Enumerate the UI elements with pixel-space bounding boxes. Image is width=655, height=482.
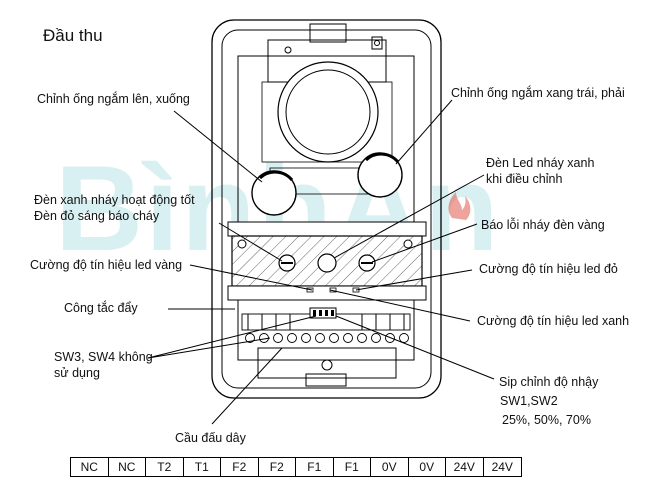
terminal-cell: T1	[184, 458, 221, 476]
label-sw34-1: SW3, SW4 không	[54, 350, 153, 364]
label-sensitivity-3: 25%, 50%, 70%	[502, 413, 591, 427]
label-tilt-leftright: Chỉnh ống ngắm xang trái, phải	[451, 86, 625, 100]
inner-housing	[221, 29, 432, 389]
terminal-cell: F1	[334, 458, 371, 476]
label-error-yellow: Báo lỗi nháy đèn vàng	[481, 218, 605, 232]
dip-switch	[309, 307, 337, 319]
terminal-cell: 0V	[409, 458, 446, 476]
label-green-red-1: Đèn xanh nháy hoạt động tốt	[34, 193, 195, 207]
terminal-cell: NC	[109, 458, 146, 476]
terminal-label-row: NC NC T2 T1 F2 F2 F1 F1 0V 0V 24V 24V	[70, 457, 522, 477]
lens-inner	[285, 69, 371, 155]
label-sw34-2: sử dụng	[54, 366, 100, 380]
terminal-cell: NC	[71, 458, 109, 476]
terminal-cell: F1	[296, 458, 334, 476]
label-led-green-blink-2: khi điều chỉnh	[486, 172, 563, 186]
terminal-cell: F2	[259, 458, 296, 476]
control-panel-top	[227, 221, 427, 237]
terminal-cell: 24V	[446, 458, 484, 476]
outer-housing	[211, 19, 442, 399]
watermark-flame-icon	[448, 192, 471, 220]
label-sensitivity-1: Sip chỉnh độ nhậy	[499, 375, 599, 389]
label-green-red-2: Đèn đỏ sáng báo cháy	[34, 209, 160, 223]
terminal-cell: 24V	[491, 460, 513, 474]
terminal-cell: F2	[221, 458, 259, 476]
lens-outer	[277, 61, 379, 163]
label-signal-red: Cường độ tín hiệu led đỏ	[479, 262, 618, 276]
label-terminal-block: Cầu đấu dây	[175, 431, 246, 445]
terminal-cell: T2	[146, 458, 184, 476]
label-led-green-blink-1: Đèn Led nháy xanh	[486, 156, 595, 170]
label-sensitivity-2: SW1,SW2	[500, 394, 558, 408]
page-title: Đầu thu	[43, 26, 103, 45]
label-tilt-updown: Chỉnh ống ngắm lên, xuống	[37, 92, 190, 106]
terminal-cell: 0V	[371, 458, 409, 476]
label-signal-yellow: Cường độ tín hiệu led vàng	[30, 258, 183, 272]
led-green-adjust	[317, 253, 337, 273]
terminal-screws	[241, 313, 411, 343]
label-push-switch: Công tắc đẩy	[64, 301, 138, 315]
label-signal-green: Cường độ tín hiệu led xanh	[477, 314, 630, 328]
